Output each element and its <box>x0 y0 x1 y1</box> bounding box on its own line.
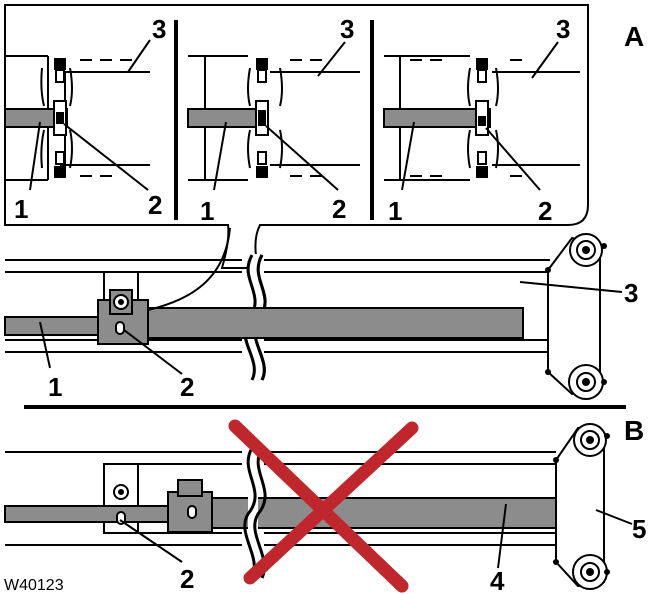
hinge-bracket-a <box>545 233 607 400</box>
detail-inset: 3 1 2 <box>4 4 589 269</box>
panel-b-label-4: 4 <box>490 566 505 594</box>
inset1-label-2: 2 <box>148 190 162 220</box>
inset1-label-1: 1 <box>14 194 28 224</box>
inset3-label-3: 3 <box>556 14 570 44</box>
inset3-label-1: 1 <box>388 196 402 226</box>
inset2-label-1: 1 <box>200 196 214 226</box>
figure-id: W40123 <box>4 577 64 594</box>
prohibited-cross <box>228 419 419 593</box>
panel-a: 1 2 3 <box>4 227 638 402</box>
panel-b-label-5: 5 <box>632 514 646 544</box>
panel-a-label-1: 1 <box>48 372 62 402</box>
inset-frame <box>4 4 589 269</box>
panel-b: 2 4 5 <box>4 419 646 594</box>
detail-view-1: 3 1 2 <box>4 14 166 224</box>
inset2-label-3: 3 <box>340 14 354 44</box>
rod <box>4 316 106 336</box>
panel-a-label-3: 3 <box>624 278 638 308</box>
detail-view-2: 3 1 2 <box>187 14 360 226</box>
panel-a-label-2: 2 <box>180 372 194 402</box>
rod <box>4 505 176 523</box>
inset1-label-3: 3 <box>152 14 166 44</box>
hinge-bracket-b <box>553 423 610 590</box>
panel-b-label: B <box>624 415 644 446</box>
detail-view-3: 3 1 2 <box>383 14 580 226</box>
inset2-label-2: 2 <box>332 194 346 224</box>
inset3-label-2: 2 <box>538 196 552 226</box>
panel-a-label: A <box>624 21 644 52</box>
locking-device-misplaced <box>167 479 213 533</box>
panel-b-label-2: 2 <box>180 564 194 594</box>
